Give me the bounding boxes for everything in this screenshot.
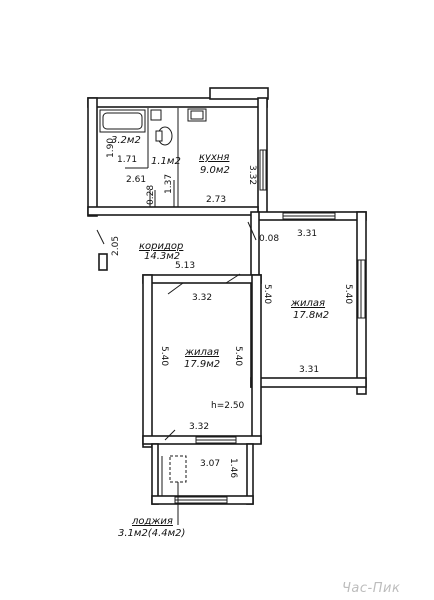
dim-loggia-depth: 1.46 [228,458,238,478]
dim-bath-width: 1.71 [117,155,137,165]
corridor-name: коридор [139,241,183,252]
dim-living-right-left: 5.40 [262,284,272,304]
dim-wc-depth: 2.61 [126,175,146,185]
dim-ceiling-height: h=2.50 [211,401,245,411]
watermark: Час-Пик [342,581,400,596]
kitchen-name: кухня [199,152,229,163]
dim-wc-wall-1: 1.37 [164,174,174,194]
kitchen-area: 9.0м2 [200,165,230,176]
bathroom-fixtures [99,108,207,146]
dim-entry-width: 2.05 [111,236,121,256]
dim-loggia-width: 3.07 [200,459,220,469]
room-labels: 3.2м2 1.1м2 кухня 9.0м2 коридор 14.3м2 ж… [111,135,329,539]
dim-living-right-right: 5.40 [343,284,353,304]
bath-area: 3.2м2 [111,135,141,146]
corridor-area: 14.3м2 [144,251,180,262]
dim-wc-wall-2: 0.28 [146,185,156,205]
living-right-area: 17.8м2 [293,310,329,321]
windows [174,149,366,504]
dim-living-center-bottom: 3.32 [189,422,209,432]
dim-living-right-bottom: 3.31 [299,365,319,375]
dim-living-center-top: 3.32 [192,293,212,303]
dim-kitchen-width: 2.73 [206,195,226,205]
living-right-name: жилая [290,298,325,309]
dim-living-right-top: 3.31 [297,229,317,239]
wc-area: 1.1м2 [151,156,181,167]
dim-living-center-right: 5.40 [233,346,243,366]
loggia-area: 3.1м2(4.4м2) [118,528,185,539]
partitions [96,108,257,496]
dim-step-right: 0.08 [259,234,279,244]
loggia-name: лоджия [131,516,173,527]
dim-living-center-left: 5.40 [159,346,169,366]
dim-bath-height: 1.90 [106,138,116,158]
dim-kitchen-height: 3.32 [247,165,257,185]
living-center-area: 17.9м2 [184,359,220,370]
dim-corridor-length: 5.13 [175,261,195,271]
living-center-name: жилая [184,347,219,358]
dimension-labels: 1.90 1.71 2.61 3.32 1.37 0.28 2.73 2.05 … [106,138,353,479]
sink [150,109,162,121]
